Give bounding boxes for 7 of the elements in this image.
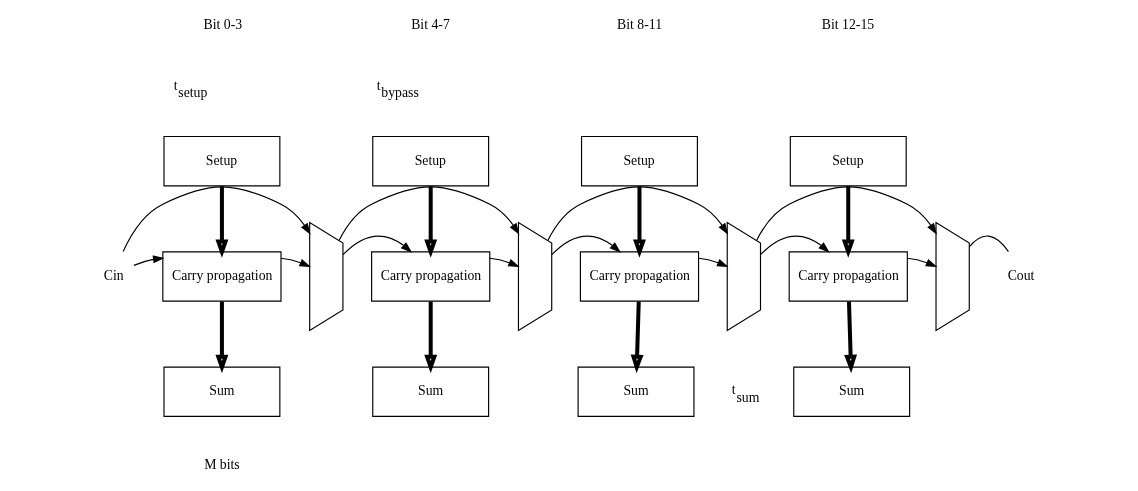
label: Bit 8-11 xyxy=(616,16,662,32)
node-text: Cin xyxy=(103,268,124,284)
label: Bit 0-3 xyxy=(203,16,242,32)
label: Bit 12-15 xyxy=(821,16,874,32)
node-text: Cout xyxy=(1007,268,1034,284)
label: M bits xyxy=(203,457,240,473)
label: Bit 4-7 xyxy=(410,16,450,32)
